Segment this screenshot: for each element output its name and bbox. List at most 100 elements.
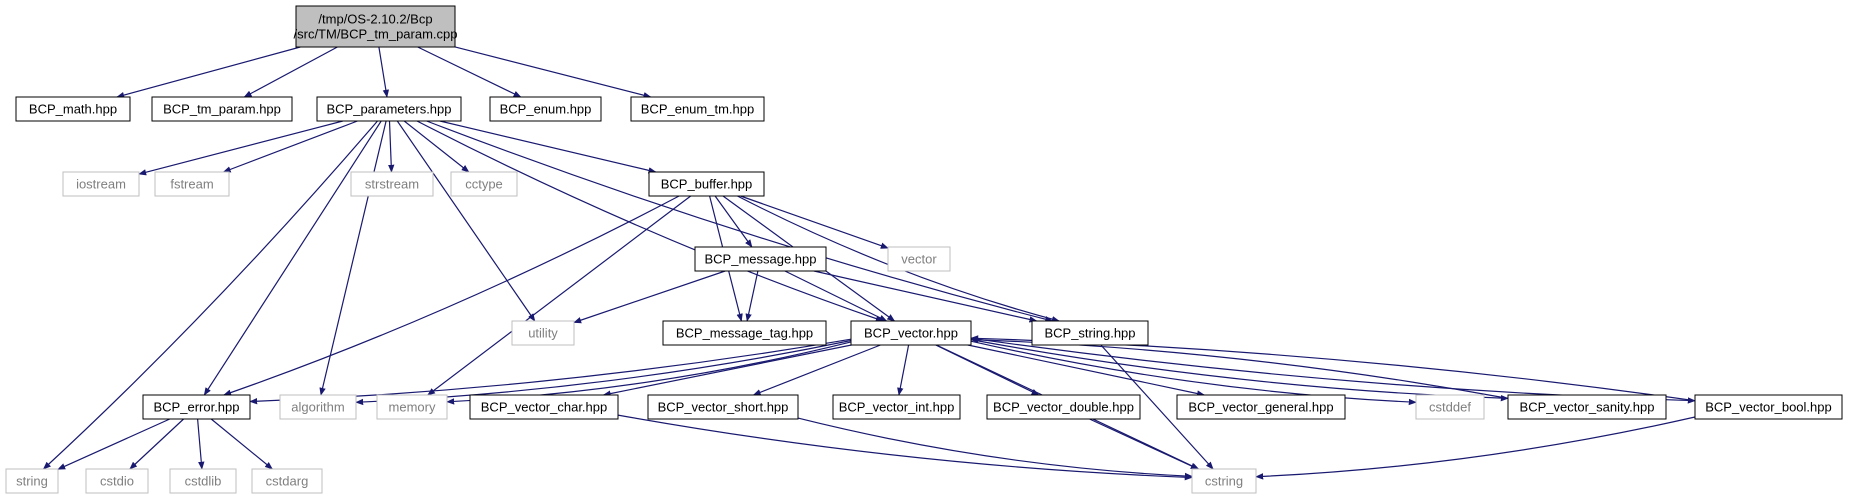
node-bcp-buffer[interactable]: BCP_buffer.hpp	[648, 171, 765, 197]
node-bcp-vector-int[interactable]: BCP_vector_int.hpp	[832, 394, 961, 420]
node-label: BCP_vector_sanity.hpp	[1520, 400, 1655, 415]
edge-bcp_buffer-to-memory	[427, 195, 692, 396]
node-bcp-vector-general[interactable]: BCP_vector_general.hpp	[1176, 394, 1346, 420]
edge-bcp_parameters-to-bcp_string	[426, 120, 1054, 323]
node-box	[887, 246, 951, 272]
node-bcp-vector-double[interactable]: BCP_vector_double.hpp	[986, 394, 1141, 420]
node-cstdlib: cstdlib	[169, 468, 237, 494]
node-box	[630, 96, 765, 122]
edge-bcp_buffer-to-vector	[740, 195, 889, 249]
node-label: strstream	[365, 177, 419, 192]
edge-bcp_vector_double-to-cstring	[1089, 418, 1199, 470]
node-bcp-enum-tm[interactable]: BCP_enum_tm.hpp	[630, 96, 765, 122]
node-bcp-message-tag[interactable]: BCP_message_tag.hpp	[662, 320, 827, 346]
node-label: cstdio	[100, 474, 134, 489]
node-box	[832, 394, 961, 420]
node-bcp-vector-char[interactable]: BCP_vector_char.hpp	[469, 394, 619, 420]
edge-bcp_vector-to-memory	[446, 341, 852, 405]
node-box	[169, 468, 237, 494]
node-memory: memory	[376, 394, 448, 420]
edge-bcp_buffer-to-bcp_error	[223, 195, 680, 396]
edge-bcp_error-to-cstdarg	[210, 418, 273, 470]
edge-bcp_parameters-to-iostream	[138, 120, 344, 176]
node-box	[1507, 394, 1667, 420]
node-label: BCP_parameters.hpp	[326, 102, 451, 117]
node-box	[62, 171, 140, 197]
node-box	[350, 171, 434, 197]
node-bcp-tm-param[interactable]: BCP_tm_param.hpp	[151, 96, 293, 122]
node-label: vector	[901, 252, 937, 267]
edge-root-to-bcp_math	[116, 46, 301, 99]
edge-bcp_vector-to-bcp_vector_short	[752, 344, 881, 396]
edge-bcp_buffer-to-bcp_message	[714, 195, 753, 248]
node-label: BCP_message_tag.hpp	[676, 326, 813, 341]
node-label: BCP_enum.hpp	[500, 102, 592, 117]
node-label: BCP_vector_short.hpp	[658, 400, 789, 415]
edge-bcp_vector_bool-to-bcp_vector	[970, 335, 1696, 402]
edge-bcp_parameters-to-utility	[396, 120, 536, 322]
node-box	[1176, 394, 1346, 420]
edge-bcp_parameters-to-fstream	[222, 120, 358, 173]
node-label: BCP_enum_tm.hpp	[641, 102, 754, 117]
node-bcp-vector-sanity[interactable]: BCP_vector_sanity.hpp	[1507, 394, 1667, 420]
edge-bcp_parameters-to-algorithm	[319, 120, 387, 396]
node-box	[154, 171, 230, 197]
node-strstream: strstream	[350, 171, 434, 197]
node-label: BCP_error.hpp	[154, 400, 240, 415]
node-bcp-parameters[interactable]: BCP_parameters.hpp	[316, 96, 462, 122]
node-bcp-vector-bool[interactable]: BCP_vector_bool.hpp	[1694, 394, 1843, 420]
node-bcp-math[interactable]: BCP_math.hpp	[15, 96, 131, 122]
node-label: BCP_vector.hpp	[864, 326, 958, 341]
edge-bcp_vector-to-bcp_vector_general	[967, 344, 1205, 397]
node-box	[662, 320, 827, 346]
node-label: BCP_string.hpp	[1044, 326, 1135, 341]
node-label: BCP_vector_bool.hpp	[1705, 400, 1831, 415]
edge-bcp_vector-to-bcp_vector_int	[897, 344, 910, 396]
node-root[interactable]: /tmp/OS-2.10.2/Bcp/src/TM/BCP_tm_param.c…	[294, 5, 458, 48]
node-label: BCP_math.hpp	[29, 102, 117, 117]
node-bcp-vector[interactable]: BCP_vector.hpp	[850, 320, 972, 346]
edge-bcp_parameters-to-cctype	[403, 120, 470, 173]
nodes: /tmp/OS-2.10.2/Bcp/src/TM/BCP_tm_param.c…	[5, 5, 1843, 494]
edge-root-to-bcp_parameters	[378, 46, 390, 98]
node-cstring: cstring	[1191, 468, 1257, 494]
node-box	[251, 468, 323, 494]
node-label: /src/TM/BCP_tm_param.cpp	[294, 27, 458, 42]
node-box	[1694, 394, 1843, 420]
node-box	[142, 394, 251, 420]
node-cstdio: cstdio	[85, 468, 149, 494]
node-fstream: fstream	[154, 171, 230, 197]
node-label: BCP_buffer.hpp	[661, 177, 753, 192]
node-box	[850, 320, 972, 346]
edge-bcp_vector_char-to-cstring	[617, 414, 1193, 481]
node-bcp-vector-short[interactable]: BCP_vector_short.hpp	[647, 394, 799, 420]
node-cstdarg: cstdarg	[251, 468, 323, 494]
node-bcp-message[interactable]: BCP_message.hpp	[694, 246, 827, 272]
edge-bcp_parameters-to-bcp_error	[203, 120, 382, 396]
edge-bcp_parameters-to-strstream	[388, 120, 395, 173]
node-box	[511, 320, 575, 346]
node-label: string	[16, 474, 48, 489]
edge-root-to-bcp_enum	[417, 46, 522, 98]
node-box	[85, 468, 149, 494]
edge-bcp_string-to-cstring	[1100, 344, 1214, 470]
node-box	[1415, 394, 1485, 420]
edge-bcp_message-to-bcp_message_tag	[745, 270, 759, 322]
node-bcp-string[interactable]: BCP_string.hpp	[1031, 320, 1149, 346]
node-box	[694, 246, 827, 272]
node-iostream: iostream	[62, 171, 140, 197]
node-box	[1031, 320, 1149, 346]
node-box	[1191, 468, 1257, 494]
node-label: BCP_vector_char.hpp	[481, 400, 607, 415]
node-bcp-enum[interactable]: BCP_enum.hpp	[489, 96, 602, 122]
edge-bcp_parameters-to-string	[42, 120, 378, 470]
node-box	[151, 96, 293, 122]
edge-bcp_error-to-string	[57, 418, 171, 470]
edge-bcp_vector_short-to-cstring	[797, 417, 1193, 480]
edge-bcp_message-to-bcp_string	[813, 270, 1038, 323]
node-label: /tmp/OS-2.10.2/Bcp	[318, 12, 432, 27]
node-bcp-error[interactable]: BCP_error.hpp	[142, 394, 251, 420]
node-box	[469, 394, 619, 420]
node-box	[279, 394, 357, 420]
